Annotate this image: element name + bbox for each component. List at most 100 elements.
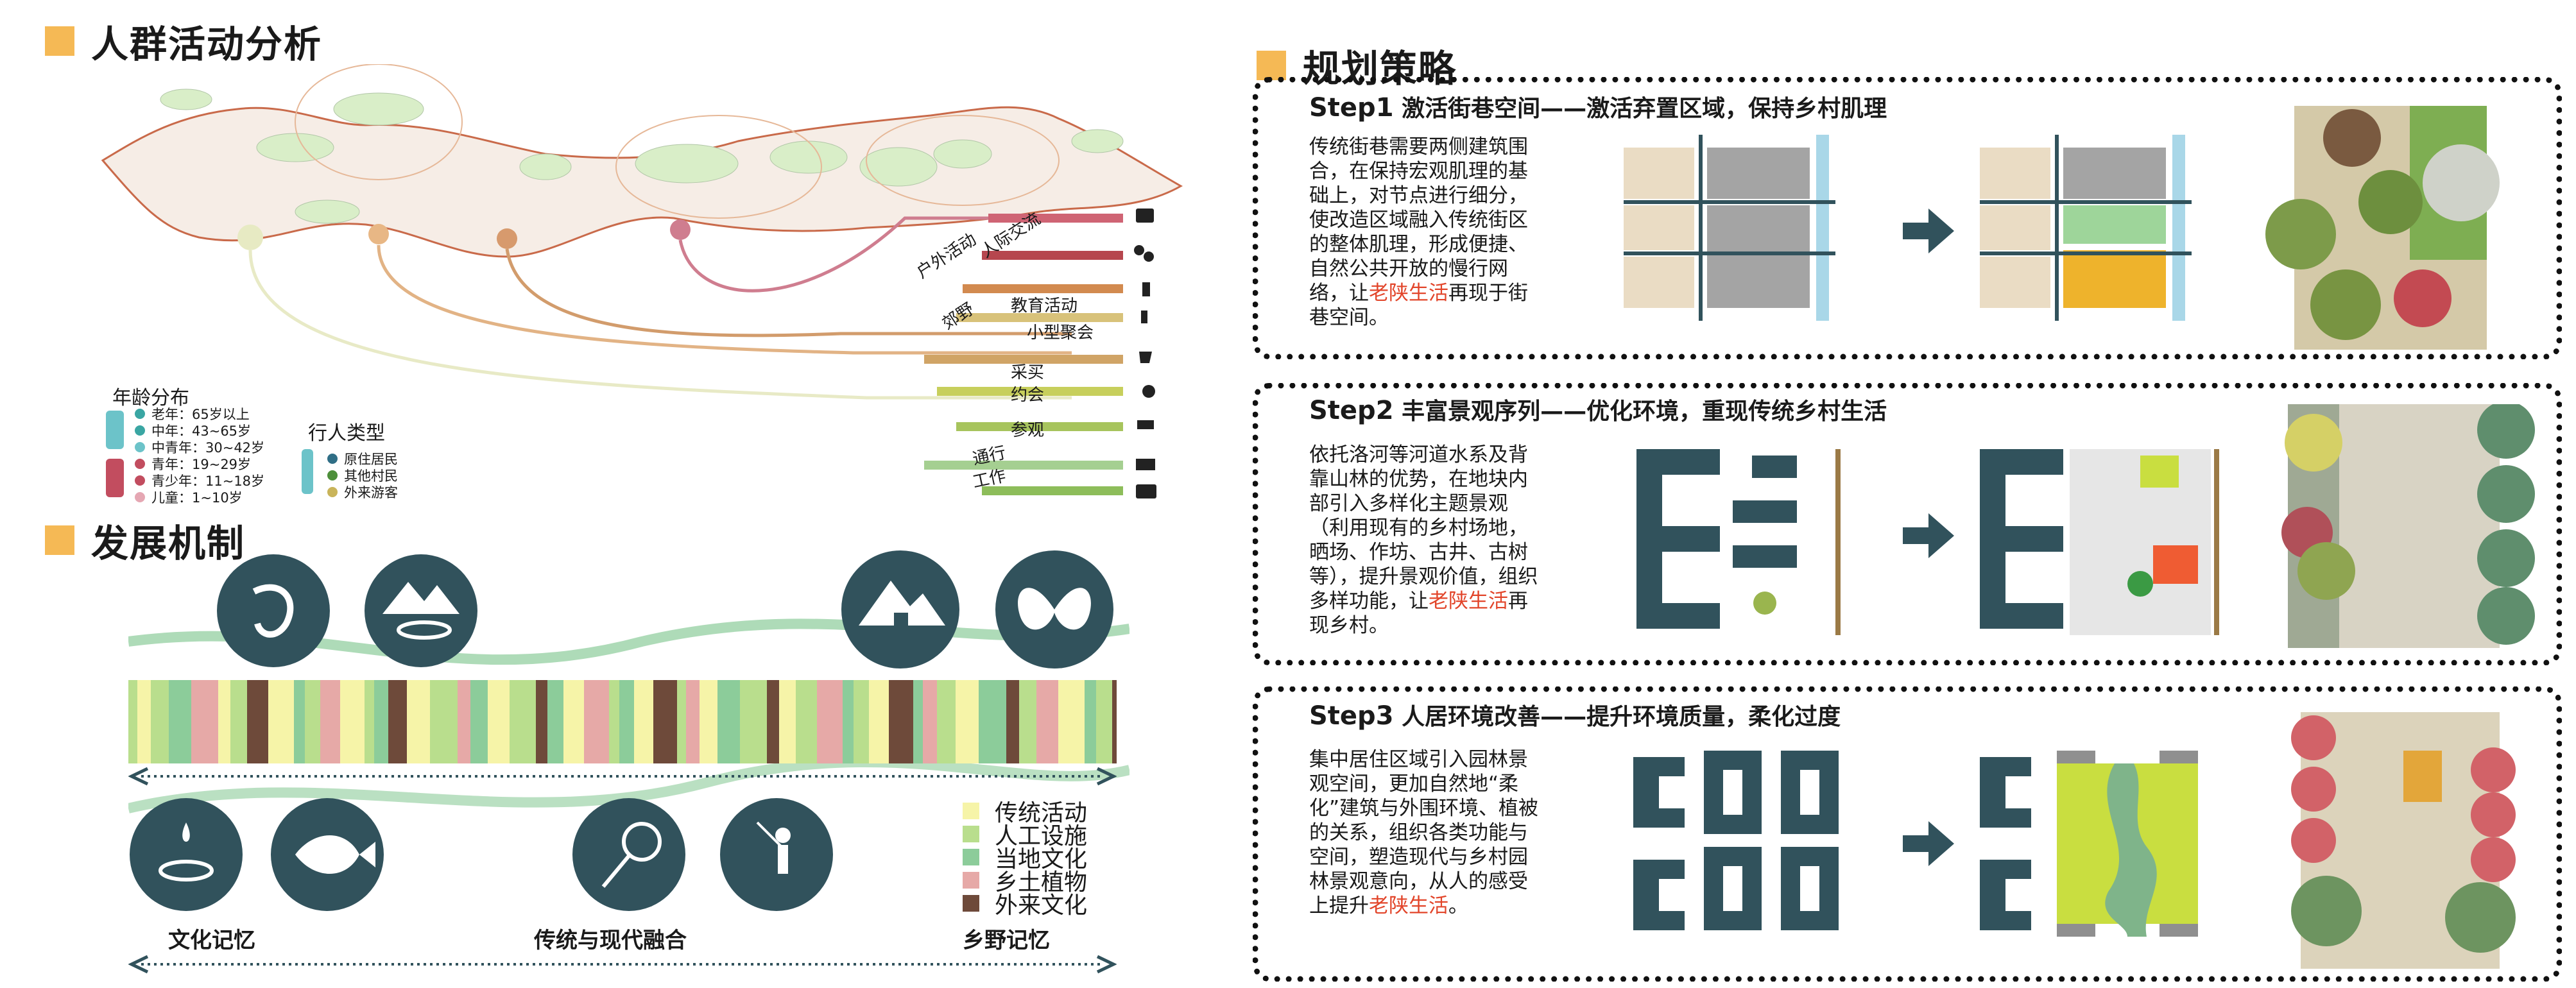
legend-swatch [963,849,979,865]
step3-after-plan [1980,751,2198,937]
walker-dot [327,470,338,481]
culture-stripe [230,680,247,763]
step2-render [2281,404,2535,648]
step1-text-a: 传统街巷需要两侧建筑围合，在保持宏观肌理的基础上，对节点进行细分，使改造区域融入… [1309,135,1528,305]
culture-stripe [854,680,869,763]
culture-stripe [717,680,740,763]
age-label: 青少年：11~18岁 [151,473,265,489]
culture-stripe [700,680,717,763]
age-label: 中青年：30~42岁 [151,440,265,456]
culture-stripe [563,680,584,763]
culture-stripe [767,680,779,763]
mechanism-legend-item: 当地文化 [963,840,1087,874]
age-title: 年龄分布 [112,387,189,409]
legend-swatch [963,895,979,912]
walker-title: 行人类型 [308,422,385,445]
culture-stripe [619,680,634,763]
step1-before-plan [1624,135,1835,321]
culture-stripe [268,680,294,763]
culture-stripe [1036,680,1058,763]
culture-stripe [779,680,796,763]
koi-fish-icon [217,554,330,667]
mountain-lake-icon [365,554,477,667]
label-rural-memory: 乡野记忆 [963,928,1050,953]
age-label: 中年：43~65岁 [151,423,252,439]
culture-stripe [1112,680,1117,763]
step3-text-a: 集中居住区域引入园林景观空间，更加自然地“柔化”建筑与外围环境、植被的关系，组织… [1309,748,1539,917]
culture-stripe [796,680,817,763]
culture-stripe [247,680,268,763]
step1-text-b: 再现于街巷空间。 [1309,282,1528,329]
step2-title: Step2 丰富景观序列——优化环境，重现传统乡村生活 [1309,393,1887,426]
step2-subtitle: 丰富景观序列——优化环境，重现传统乡村生活 [1402,398,1887,425]
walker-type-item: 外来游客 [327,482,398,502]
culture-stripe [547,680,563,763]
legend-label: 传统活动 [995,800,1088,826]
legend-label: 乡土植物 [995,869,1088,896]
step1-text: 传统街巷需要两侧建筑围合，在保持宏观肌理的基础上，对节点进行细分，使改造区域融入… [1309,135,1540,330]
legend-label: 外来文化 [995,892,1088,919]
walker-label: 其他村民 [344,468,398,484]
activity-label: 采买 [1011,363,1045,382]
culture-stripe [584,680,609,763]
section-title-crowd: 人群活动分析 [91,22,323,66]
legend-swatch [963,826,979,842]
culture-stripe [956,680,979,763]
step3-subtitle: 人居环境改善——提升环境质量，柔化过度 [1402,704,1841,730]
step3-text-highlight: 老陕生活 [1369,894,1448,917]
net-icon [572,798,685,911]
mechanism-legend-item: 外来文化 [963,887,1087,920]
culture-stripe [340,680,365,763]
label-fusion: 传统与现代融合 [534,928,687,953]
step3-title: Step3 人居环境改善——提升环境质量，柔化过度 [1309,698,1841,731]
culture-stripe [937,680,956,763]
culture-stripe [1019,680,1036,763]
label-cultural-memory: 文化记忆 [168,928,255,953]
age-group-item: 中青年：30~42岁 [135,438,264,457]
step2-before-plan [1636,449,1841,635]
culture-stripe [979,680,1006,763]
culture-stripe-band [128,680,1117,763]
section-header-crowd: 人群活动分析 [45,14,322,68]
age-label: 老年：65岁以上 [151,407,250,422]
age-dot [135,409,145,419]
step2-text-b: 再现乡村。 [1309,590,1528,637]
culture-stripe [458,680,470,763]
culture-stripe [686,680,700,763]
step1-arrow-icon [1903,209,1954,253]
culture-stripe [913,680,923,763]
walker-figure-icon [302,449,313,494]
age-label: 儿童：1~10岁 [151,490,243,506]
age-label: 青年：19~29岁 [151,457,252,472]
crowd-activity-diagram [101,64,1183,498]
mechanism-legend-item: 乡土植物 [963,864,1087,897]
activity-label: 参观 [1011,421,1045,440]
mechanism-legend-item: 人工设施 [963,817,1087,851]
culture-stripe [365,680,374,763]
culture-stripe [374,680,388,763]
culture-stripe [1085,680,1096,763]
step2-after-plan [1980,449,2219,635]
age-group-item: 儿童：1~10岁 [135,488,243,507]
step2-text-a: 依托洛河等河道水系及背靠山林的优势，在地块内部引入多样化主题景观（利用现有的乡村… [1309,443,1538,613]
step1-panel [1253,77,2562,359]
legend-swatch [963,803,979,819]
culture-stripe [536,680,547,763]
adult-figure-icon [106,411,124,449]
culture-stripe [869,680,889,763]
fountain-icon [130,798,243,911]
age-dot [135,425,145,436]
step2-label: Step2 [1309,396,1394,425]
culture-stripe [653,680,677,763]
mountain-cave-icon [841,550,959,669]
step3-arrow-icon [1903,821,1954,866]
age-dot [135,475,145,486]
activity-label: 小型聚会 [1027,323,1094,343]
age-group-item: 青少年：11~18岁 [135,471,264,490]
section-header-mechanism: 发展机制 [45,513,245,567]
step3-before-plan [1633,751,1839,930]
culture-stripe [151,680,169,763]
age-group-item: 青年：19~29岁 [135,454,251,473]
section-title-mechanism: 发展机制 [91,522,246,565]
female-figure-icon [106,459,124,497]
